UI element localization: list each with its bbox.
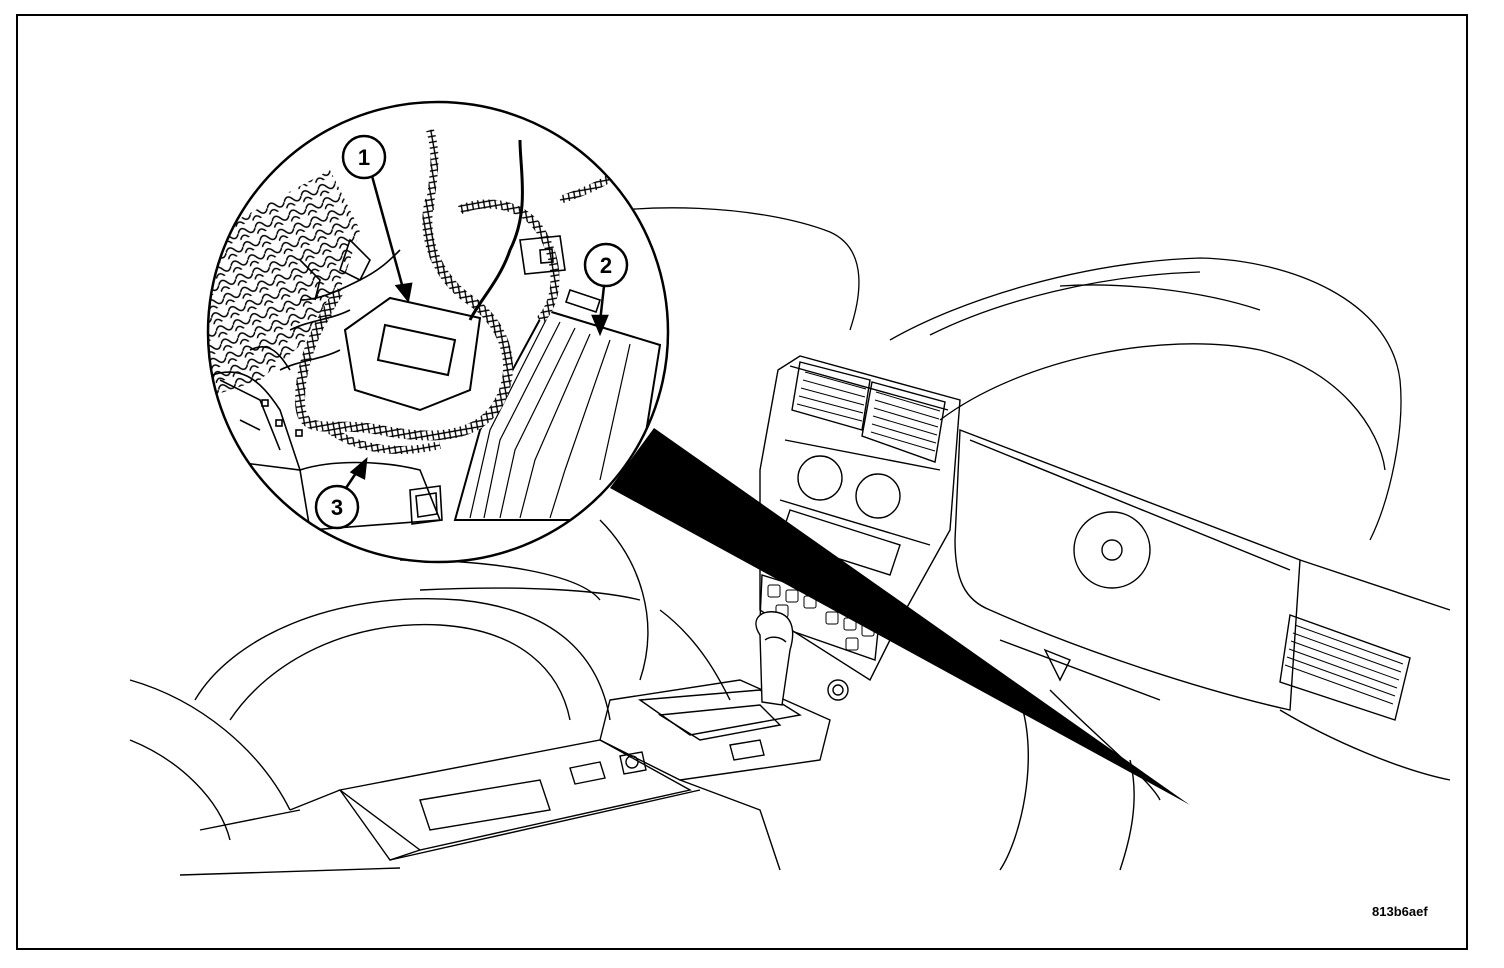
magnified-detail-view bbox=[206, 100, 670, 564]
callout-3: 3 bbox=[314, 484, 360, 530]
wire-harness bbox=[294, 198, 513, 441]
seat-and-floor bbox=[129, 519, 731, 876]
zoom-pointer bbox=[610, 428, 1190, 805]
figure-border bbox=[16, 14, 1468, 950]
center-stack bbox=[759, 355, 961, 701]
control-module bbox=[343, 296, 482, 412]
dashboard-outline bbox=[559, 207, 1402, 541]
callout-1: 1 bbox=[341, 134, 387, 180]
callout-2: 2 bbox=[583, 242, 629, 288]
center-console bbox=[338, 611, 831, 871]
callout-1-label: 1 bbox=[358, 145, 370, 170]
figure-code: 813b6aef bbox=[1372, 904, 1428, 919]
cargo-net bbox=[208, 170, 360, 400]
callout-3-label: 3 bbox=[331, 495, 343, 520]
glovebox-and-dash-right bbox=[954, 429, 1451, 871]
leader-arrows bbox=[344, 175, 609, 489]
callout-2-label: 2 bbox=[600, 253, 612, 278]
